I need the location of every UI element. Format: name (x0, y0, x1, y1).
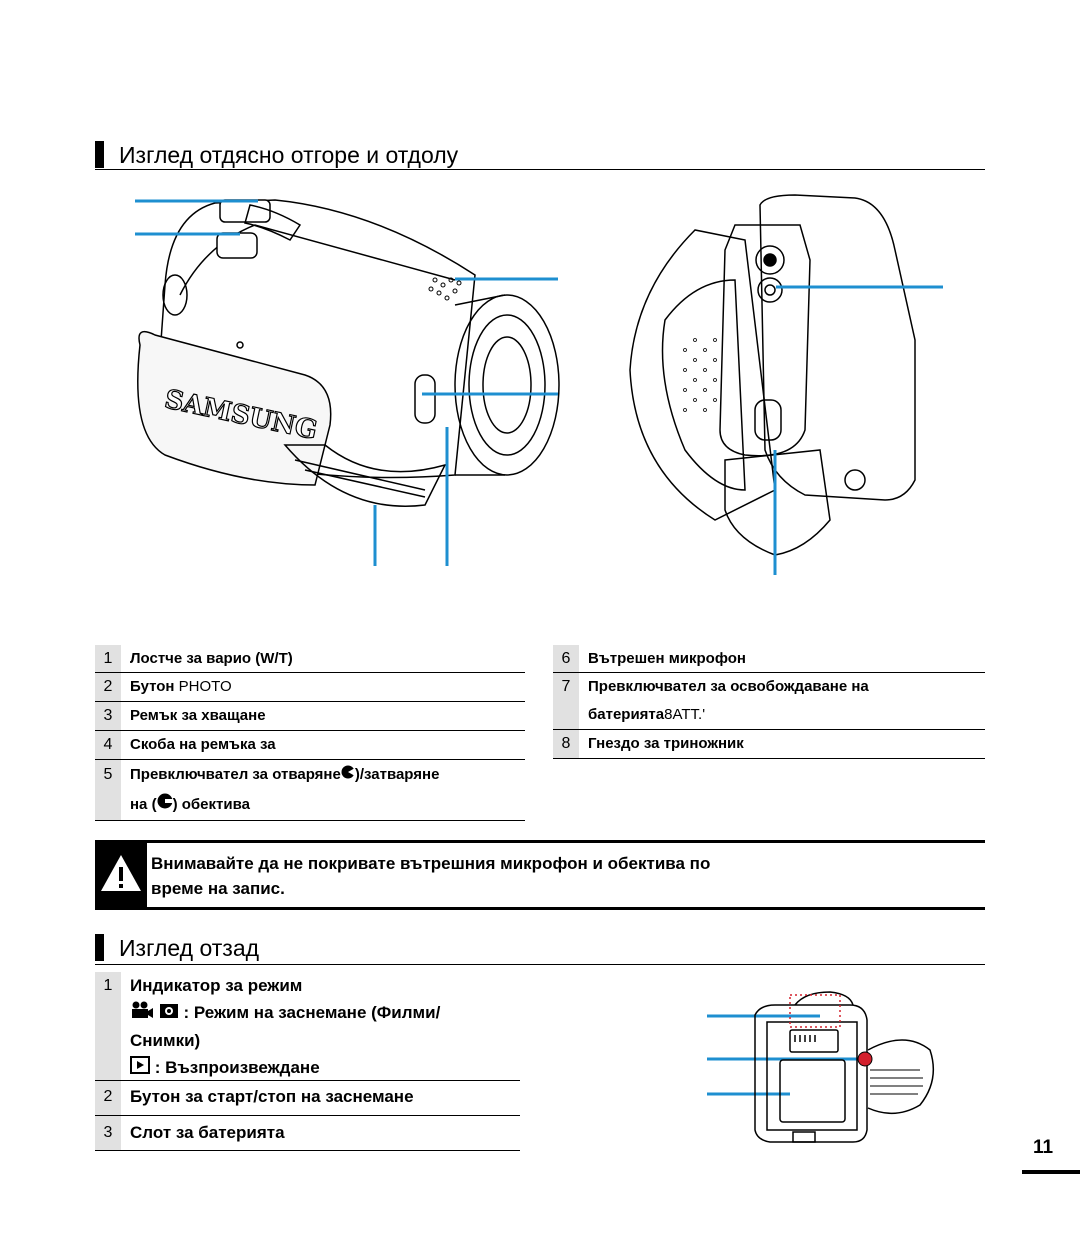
title-underline (95, 964, 985, 965)
section-title-text: Изглед отзад (119, 935, 260, 961)
rear-parts-table: 1 Индикатор за режим : Режим на заснеман… (95, 972, 520, 1151)
title-bar (95, 934, 104, 961)
row-label-line2: на ( (130, 796, 157, 814)
table-row: 7 Превключвател за освобождаване на бате… (553, 673, 985, 730)
row-label: Вътрешен микрофон (588, 650, 746, 667)
table-row: 3 Слот за батерията (95, 1116, 520, 1151)
section-title-text: Изглед отдясно отгоре и отдолу (119, 142, 459, 168)
page-number: 11 (1033, 1137, 1054, 1158)
warning-icon (95, 843, 147, 907)
table-row: 6 Вътрешен микрофон (553, 645, 985, 673)
row-label: Лостче за варио (W/T) (130, 650, 293, 667)
lens-close-icon (341, 760, 355, 790)
row-number: 2 (95, 673, 121, 701)
row-label-line2-suffix: 8ATT.' (664, 706, 706, 723)
warning-box: Внимавайте да не покривате вътрешния мик… (95, 840, 985, 910)
row-number: 1 (95, 645, 121, 672)
row-number: 8 (553, 730, 579, 758)
row-label: Превключвател за освобождаване на (588, 678, 869, 695)
row-label: Ремък за хващане (130, 707, 266, 724)
row-number: 3 (95, 1116, 121, 1150)
row-label: Скоба на ремъка за (130, 736, 276, 753)
mode-playback-label: : Възпроизвеждане (154, 1058, 320, 1078)
row-number: 1 (95, 972, 121, 1080)
camera-rear-illustration (754, 991, 935, 1143)
row-label-cont: )/затваряне (354, 766, 440, 783)
mode-recording-label-cont: Снимки) (130, 1031, 201, 1051)
table-row: 1 Лостче за варио (W/T) (95, 645, 525, 673)
row-label: Превключвател за отваряне (130, 766, 341, 783)
table-row: 8 Гнездо за триножник (553, 730, 985, 759)
row-number: 2 (95, 1081, 121, 1115)
table-row: 1 Индикатор за режим : Режим на заснеман… (95, 972, 520, 1081)
warning-line-1: Внимавайте да не покривате вътрешния мик… (151, 854, 711, 873)
lens-open-icon (157, 790, 173, 820)
mode-recording-label: : Режим на заснемане (Филми/ (183, 1003, 441, 1022)
movie-camera-icon (130, 1000, 154, 1027)
page-number-bar (1022, 1170, 1080, 1174)
table-row: 5 Превключвател за отваряне )/затваряне н… (95, 760, 525, 821)
warning-line-2: време на запис. (151, 879, 285, 898)
table-row: 2 Бутон за старт/стоп на заснемане (95, 1081, 520, 1116)
row-number: 5 (95, 760, 121, 820)
row-label: Индикатор за режим (130, 976, 303, 995)
row-number: 7 (553, 673, 579, 729)
parts-table-right: 6 Вътрешен микрофон 7 Превключвател за о… (553, 645, 985, 759)
row-label: Бутон (130, 678, 175, 695)
row-label: Бутон за старт/стоп на заснемане (130, 1087, 414, 1106)
photo-camera-icon (159, 1000, 179, 1027)
title-bar (95, 141, 104, 168)
table-row: 4 Скоба на ремъка за (95, 731, 525, 760)
row-label: Слот за батерията (130, 1123, 285, 1142)
parts-table-left: 1 Лостче за варио (W/T) 2 Бутон PHOTO 3 … (95, 645, 525, 821)
camera-side-illustration: SAMSUNG (137, 199, 560, 507)
row-label-line2: батерията (588, 706, 665, 723)
row-number: 6 (553, 645, 579, 672)
warning-text: Внимавайте да не покривате вътрешния мик… (151, 851, 710, 901)
row-number: 3 (95, 702, 121, 730)
playback-icon (130, 1055, 150, 1082)
row-label-line2-cont: ) обектива (172, 796, 250, 814)
table-row: 2 Бутон PHOTO (95, 673, 525, 702)
table-row: 3 Ремък за хващане (95, 702, 525, 731)
row-number: 4 (95, 731, 121, 759)
title-underline (95, 169, 985, 170)
row-label-suffix: PHOTO (174, 678, 232, 695)
row-label: Гнездо за триножник (588, 735, 744, 752)
